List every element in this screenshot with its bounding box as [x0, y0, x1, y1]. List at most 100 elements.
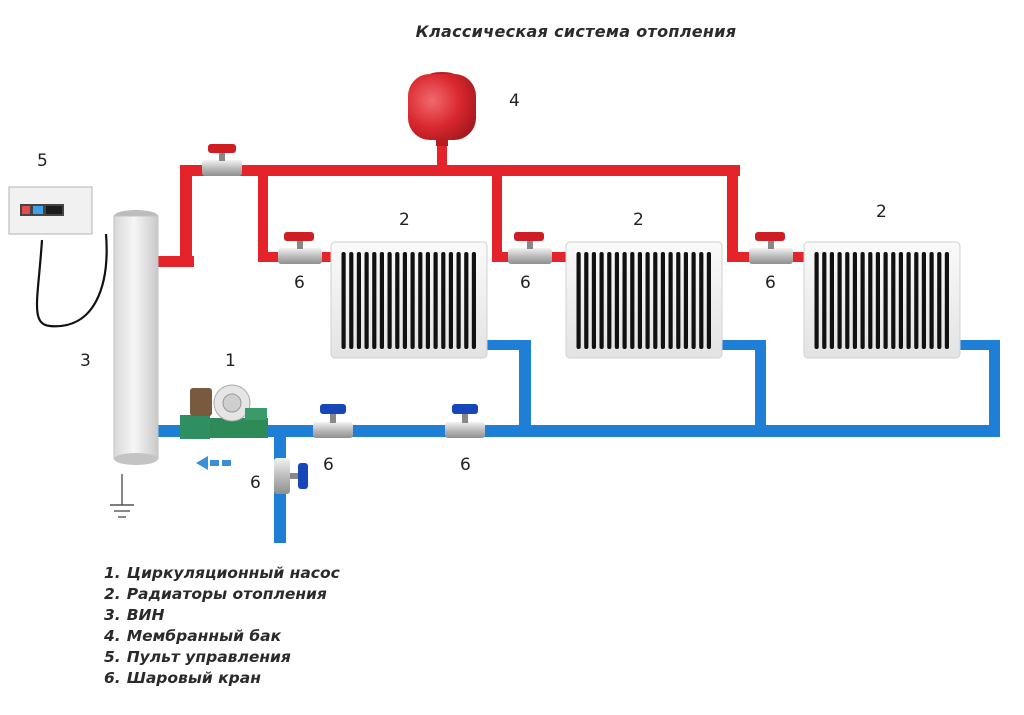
label-vin: 3 — [80, 351, 91, 371]
radiator-fin — [387, 252, 392, 349]
radiator-fin — [356, 252, 361, 349]
radiator-1 — [330, 241, 488, 359]
valve-main-supply — [202, 144, 242, 176]
radiator-fin — [425, 252, 430, 349]
radiator-fin — [341, 252, 346, 349]
legend: 1.Циркуляционный насос 2. Радиаторы отопл… — [104, 563, 340, 689]
radiator-3 — [803, 241, 961, 359]
radiator-fin — [433, 252, 438, 349]
radiator-fin — [448, 252, 453, 349]
radiator-2 — [565, 241, 723, 359]
legend-item: 6. Шаровый кран — [104, 668, 340, 689]
radiator-fin — [814, 252, 819, 349]
radiator-fin — [676, 252, 681, 349]
radiator-fin — [464, 252, 469, 349]
legend-item: 4. Мембранный бак — [104, 626, 340, 647]
legend-num: 3. — [104, 606, 121, 624]
radiator-fin — [929, 252, 934, 349]
diagram-title: Классическая система отопления — [415, 22, 737, 41]
heater-column — [110, 210, 159, 518]
ground-icon — [110, 474, 134, 518]
radiator-fin — [395, 252, 400, 349]
radiator-fin — [653, 252, 658, 349]
legend-item: 5. Пульт управления — [104, 647, 340, 668]
radiator-fin — [691, 252, 696, 349]
radiator-fin — [379, 252, 384, 349]
flow-direction-arrow-icon — [196, 456, 231, 470]
radiator-fin — [645, 252, 650, 349]
radiator-fin — [822, 252, 827, 349]
radiator-fin — [576, 252, 581, 349]
label-panel: 5 — [37, 151, 48, 171]
radiator-fin — [829, 252, 834, 349]
radiator-fin — [372, 252, 377, 349]
label-radiator-2: 2 — [633, 210, 644, 230]
legend-num: 6. — [104, 669, 121, 687]
legend-text: Шаровый кран — [126, 669, 261, 687]
radiator-fin — [660, 252, 665, 349]
legend-num: 4. — [104, 627, 121, 645]
label-tank: 4 — [509, 91, 520, 111]
radiator-fin — [683, 252, 688, 349]
legend-item: 2. Радиаторы отопления — [104, 584, 340, 605]
radiator-fin — [937, 252, 942, 349]
radiator-fin — [630, 252, 635, 349]
radiator-fin — [349, 252, 354, 349]
radiator-fin — [906, 252, 911, 349]
radiator-fin — [891, 252, 896, 349]
radiator-fin — [622, 252, 627, 349]
legend-item: 1.Циркуляционный насос — [104, 563, 340, 584]
legend-num: 2. — [104, 585, 121, 603]
radiator-fin — [441, 252, 446, 349]
label-radiator-1: 2 — [399, 210, 410, 230]
label-valve-radiator-2: 6 — [520, 273, 531, 293]
radiator-fin — [614, 252, 619, 349]
valve-drain — [274, 458, 308, 494]
radiator-fin — [584, 252, 589, 349]
label-valve-return-2: 6 — [460, 455, 471, 475]
valve-return-2 — [445, 404, 485, 438]
radiator-fin — [607, 252, 612, 349]
radiator-fin — [668, 252, 673, 349]
circulation-pump — [180, 384, 268, 439]
radiator-fin — [860, 252, 865, 349]
legend-text: Мембранный бак — [126, 627, 282, 645]
radiator-fin — [471, 252, 476, 349]
radiator-fin — [837, 252, 842, 349]
radiator-fin — [852, 252, 857, 349]
label-valve-return-1: 6 — [323, 455, 334, 475]
legend-item: 3. ВИН — [104, 605, 340, 626]
radiator-fin — [637, 252, 642, 349]
radiator-fin — [699, 252, 704, 349]
radiator-fin — [845, 252, 850, 349]
legend-text: Пульт управления — [126, 648, 291, 666]
legend-text: Радиаторы отопления — [126, 585, 327, 603]
radiator-fin — [591, 252, 596, 349]
radiator-fin — [456, 252, 461, 349]
radiator-fin — [410, 252, 415, 349]
radiator-fin — [418, 252, 423, 349]
radiator-fin — [364, 252, 369, 349]
radiator-fin — [599, 252, 604, 349]
radiator-fin — [914, 252, 919, 349]
label-pump: 1 — [225, 351, 236, 371]
membrane-tank — [408, 72, 476, 146]
radiator-fin — [868, 252, 873, 349]
radiator-fin — [402, 252, 407, 349]
radiator-fin — [875, 252, 880, 349]
radiator-fin — [898, 252, 903, 349]
valve-return-1 — [313, 404, 353, 438]
radiator-fin — [883, 252, 888, 349]
legend-text: ВИН — [126, 606, 165, 624]
legend-num: 1. — [104, 564, 121, 582]
valve-radiator-1 — [278, 232, 322, 264]
label-valve-drain: 6 — [250, 473, 261, 493]
cold-return-pipes — [150, 340, 1000, 543]
legend-num: 5. — [104, 648, 121, 666]
label-radiator-3: 2 — [876, 202, 887, 222]
label-valve-radiator-3: 6 — [765, 273, 776, 293]
label-valve-radiator-1: 6 — [294, 273, 305, 293]
valve-radiator-3 — [749, 232, 793, 264]
